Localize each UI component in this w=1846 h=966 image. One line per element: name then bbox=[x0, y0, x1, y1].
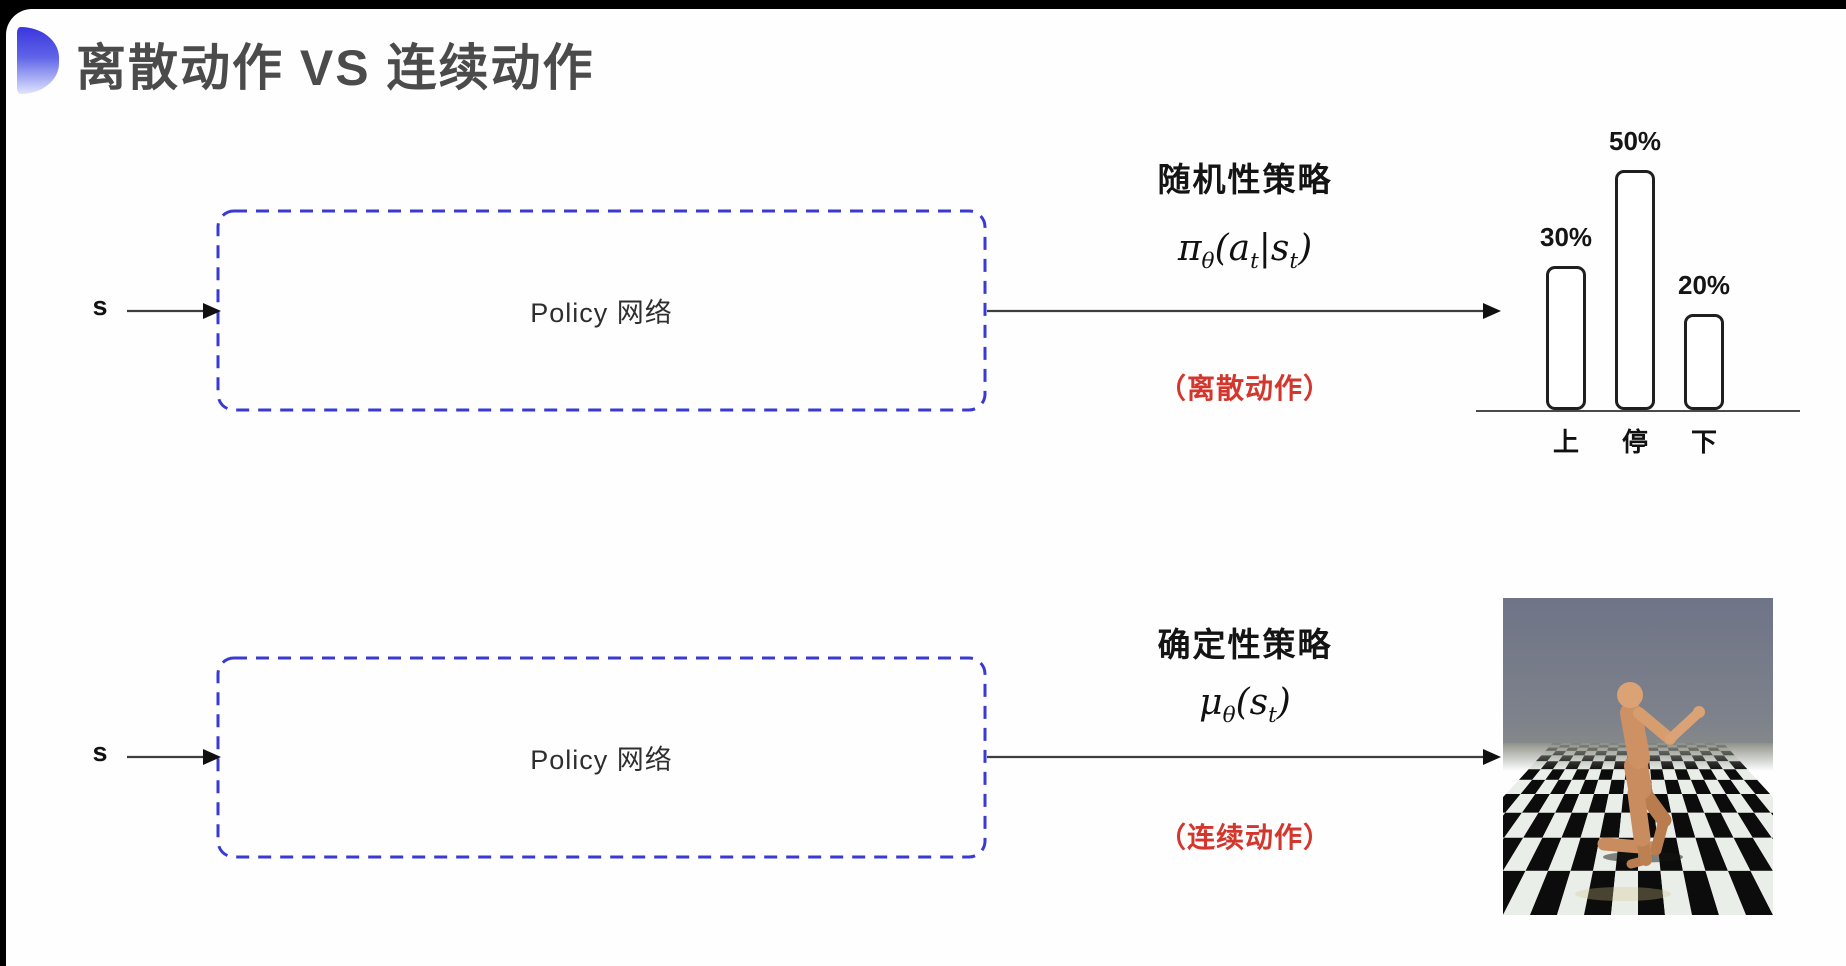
page-title: 离散动作 VS 连续动作 bbox=[76, 40, 595, 96]
arrowhead bbox=[203, 749, 221, 765]
policy-box-outline-continuous bbox=[216, 656, 987, 859]
policy-network-label: Policy 网络 bbox=[530, 745, 673, 775]
policy-box-outline-discrete bbox=[216, 209, 987, 412]
arrowhead bbox=[1483, 303, 1501, 319]
policy-type-heading-continuous: 确定性策略 bbox=[1157, 626, 1333, 663]
policy-network-label: Policy 网络 bbox=[530, 298, 673, 328]
state-input-label-continuous: s bbox=[92, 737, 108, 767]
bar-group: 50% bbox=[1609, 126, 1661, 410]
bar-value-label: 20% bbox=[1677, 270, 1731, 300]
policy-network-box-discrete: Policy 网络 bbox=[218, 211, 985, 410]
bar-value-label: 50% bbox=[1608, 126, 1662, 156]
policy-formula-discrete: πθ(at|st) bbox=[1177, 228, 1313, 275]
bar-chart-categories: 上停下 bbox=[1546, 422, 1724, 459]
action-type-note-discrete: （离散动作） bbox=[1157, 373, 1332, 404]
bar-category-label: 停 bbox=[1621, 427, 1648, 457]
sim-figure-head bbox=[1617, 682, 1643, 708]
bar-category-label: 上 bbox=[1552, 427, 1579, 457]
bar-group: 30% bbox=[1540, 222, 1592, 410]
policy-network-box-continuous: Policy 网络 bbox=[218, 658, 985, 857]
sim-humanoid-figure bbox=[1597, 682, 1705, 869]
bar bbox=[1615, 170, 1655, 410]
arrowhead bbox=[203, 303, 221, 319]
action-type-note-continuous: （连续动作） bbox=[1157, 822, 1332, 853]
bar-chart-axis-line bbox=[1476, 410, 1800, 412]
action-probability-bar-chart: 30% 50% 20% 上 停 下 bbox=[1476, 100, 1800, 470]
bar-chart-bars: 30% 50% 20% bbox=[1540, 100, 1730, 410]
policy-formula-continuous: μθ(st) bbox=[1199, 682, 1291, 729]
bar bbox=[1684, 314, 1724, 410]
bar-category-label: 下 bbox=[1690, 427, 1717, 457]
policy-type-heading-discrete: 随机性策略 bbox=[1157, 161, 1333, 198]
bar-value-label: 30% bbox=[1539, 222, 1593, 252]
state-input-label-discrete: s bbox=[92, 291, 108, 321]
arrowhead bbox=[1483, 749, 1501, 765]
bar-group: 20% bbox=[1678, 270, 1730, 410]
sim-floor-reflection bbox=[1575, 887, 1671, 901]
humanoid-simulation-image bbox=[1503, 598, 1773, 915]
bar bbox=[1546, 266, 1586, 410]
